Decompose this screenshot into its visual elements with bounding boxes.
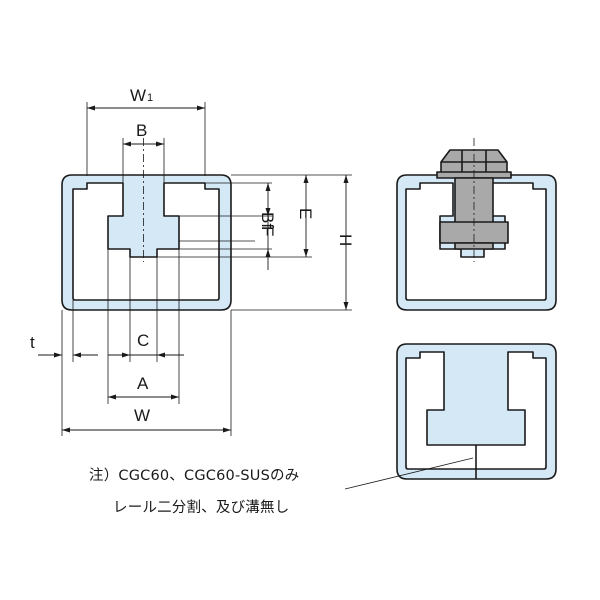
rail-inner-outline	[72, 182, 220, 301]
label-t: t	[30, 333, 35, 352]
rail-body-split	[397, 344, 556, 479]
split-rail-section	[396, 343, 557, 480]
rail-outer-outline	[61, 174, 232, 311]
rail-with-nut-section	[396, 138, 557, 311]
label-e: E	[296, 208, 315, 219]
label-f: F	[258, 226, 277, 236]
note-line-2: レール二分割、及び溝無し	[113, 500, 290, 516]
rail-body	[62, 175, 231, 310]
dimensioned-rail-section: W 1 B Bf F E H t C A W	[30, 86, 355, 436]
label-c: C	[137, 331, 149, 350]
label-a: A	[137, 374, 149, 393]
label-h: H	[336, 234, 355, 246]
note-leader-line	[344, 457, 474, 490]
label-w: W	[134, 406, 150, 425]
label-w1-subscript: 1	[147, 92, 153, 104]
note-line-1: 注）CGC60、CGC60-SUSのみ	[89, 468, 300, 484]
label-bf: Bf	[258, 212, 277, 228]
label-b: B	[136, 121, 147, 140]
label-w1: W	[130, 86, 146, 105]
t-nut	[439, 221, 509, 244]
